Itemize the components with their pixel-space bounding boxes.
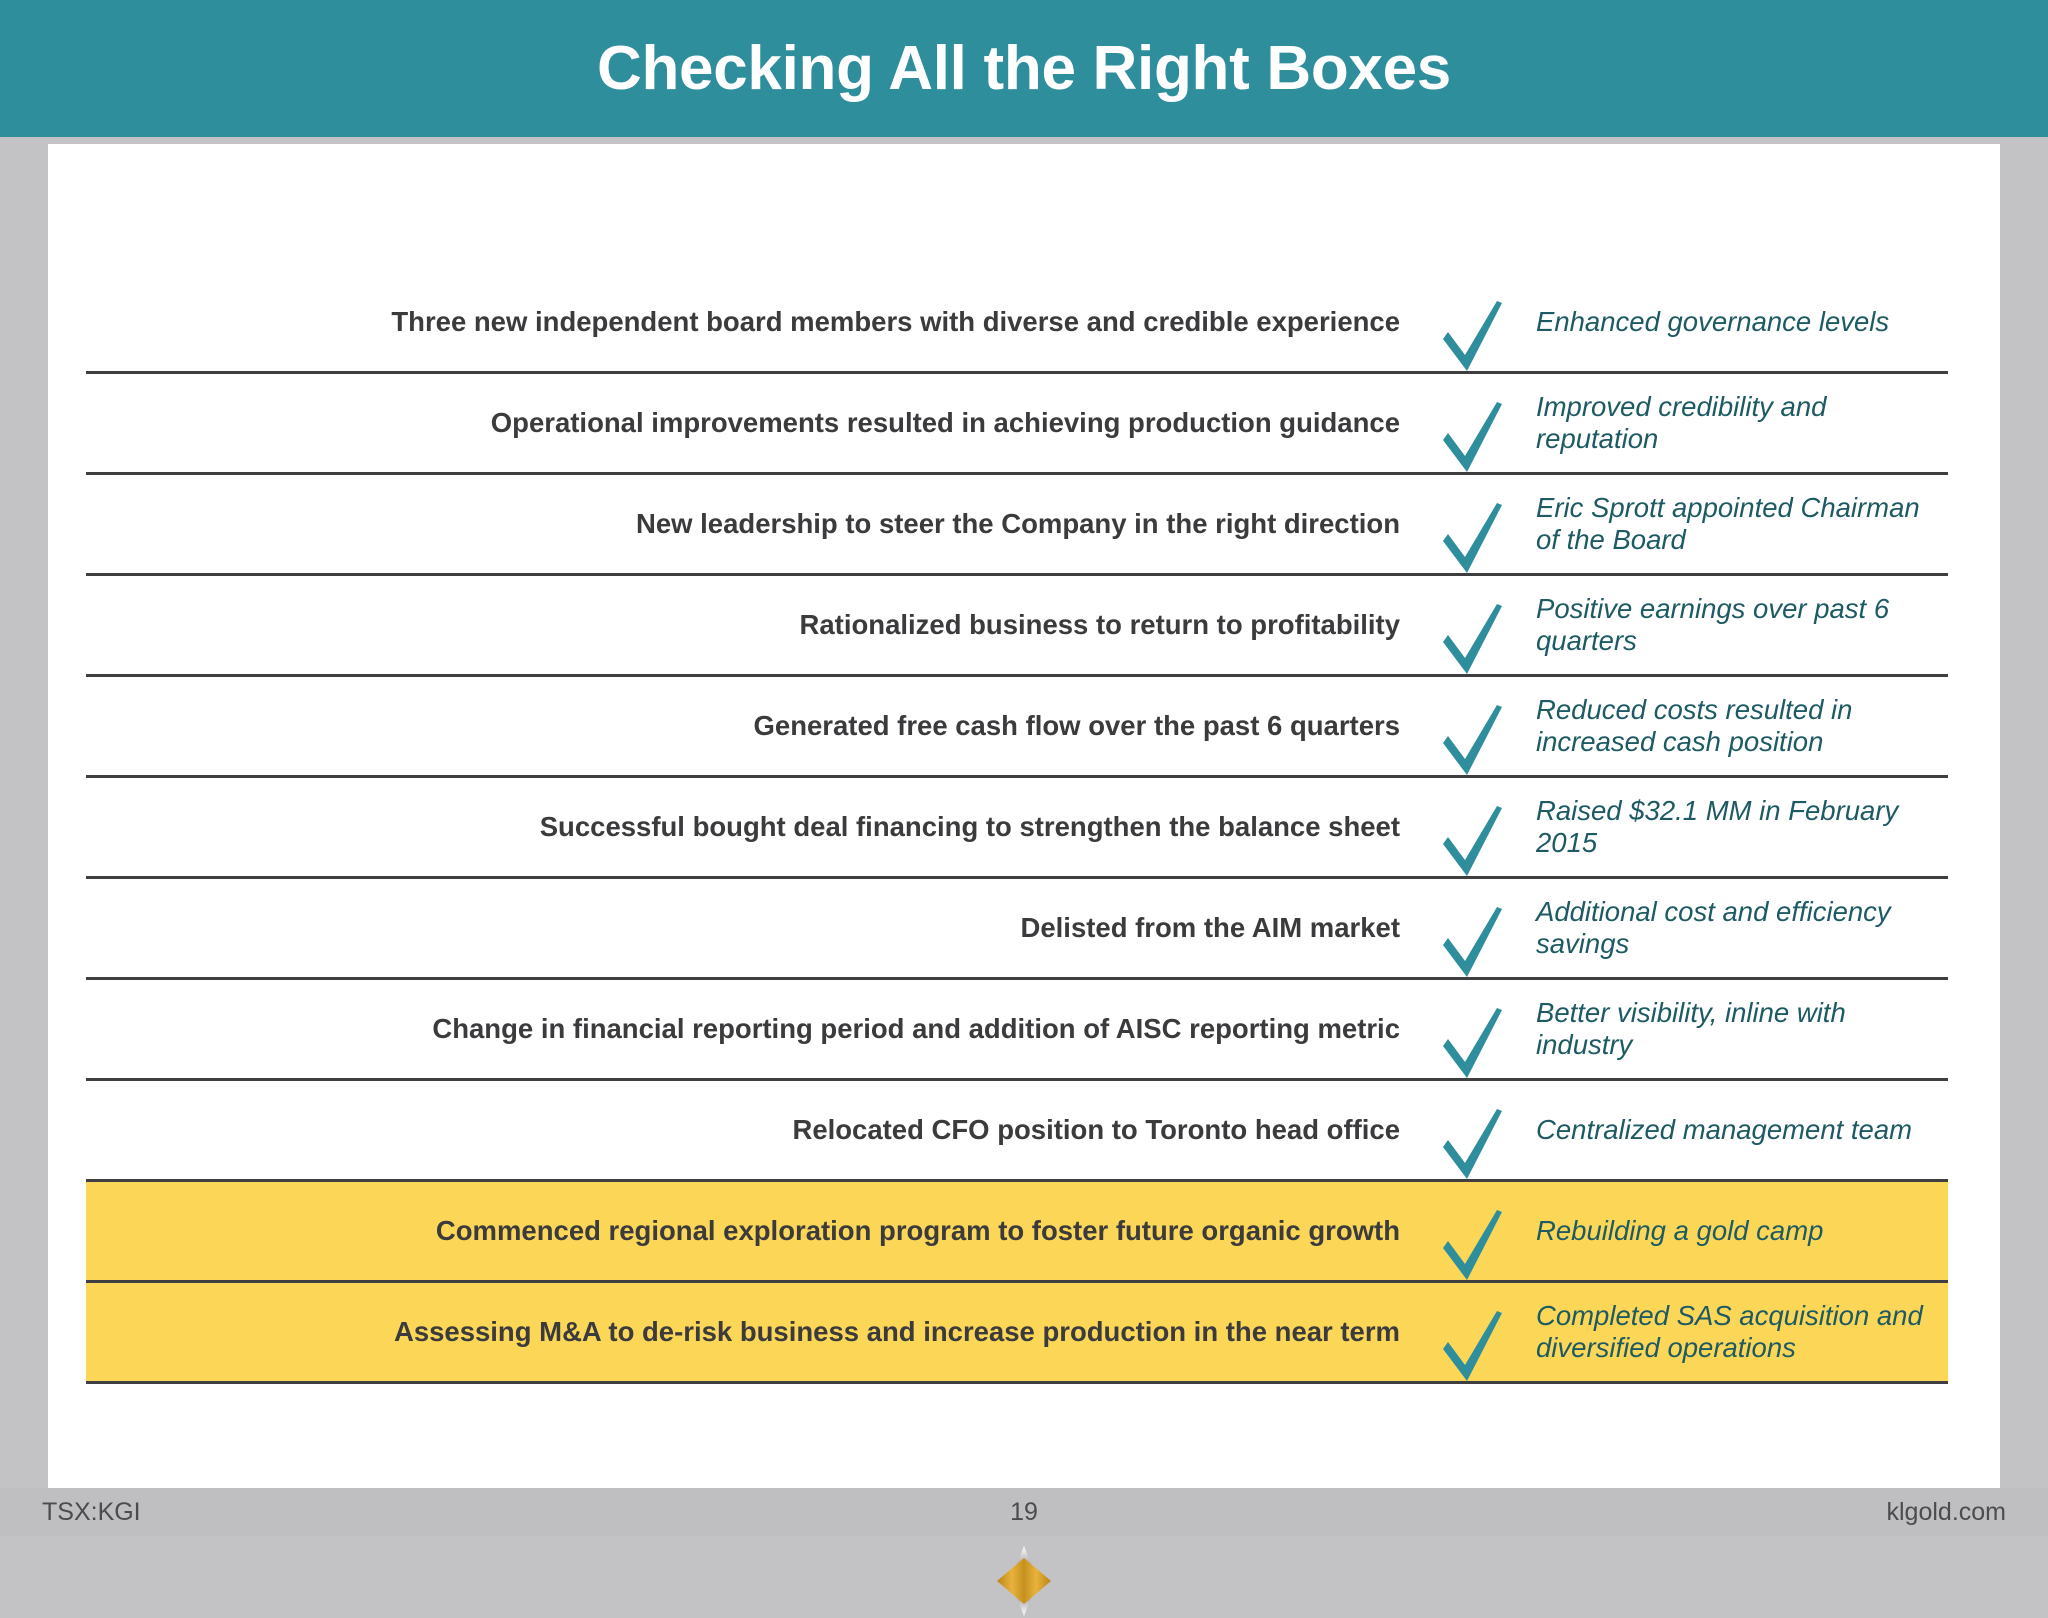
check-cell [1424, 1081, 1520, 1179]
outcome-text: Positive earnings over past 6 quarters [1536, 592, 1890, 656]
page-title: Checking All the Right Boxes [597, 33, 1451, 103]
check-mark-icon [1443, 806, 1502, 876]
achievement-text: Delisted from the AIM market [1020, 912, 1400, 944]
slide-title-bar: Checking All the Right Boxes [0, 0, 2048, 137]
checklist-row: Commenced regional exploration program t… [86, 1182, 1948, 1283]
outcome-text: Improved credibility and reputation [1536, 390, 1827, 454]
footer-ticker: TSX:KGI [42, 1497, 141, 1526]
check-mark-icon [1443, 604, 1502, 674]
achievement-text: Operational improvements resulted in ach… [490, 407, 1400, 439]
check-cell [1424, 1182, 1520, 1280]
check-cell [1424, 677, 1520, 775]
logo-container [48, 1544, 2000, 1618]
checklist-row: Three new independent board members with… [86, 273, 1948, 374]
achievement-text: Rationalized business to return to profi… [799, 609, 1400, 641]
check-mark-icon [1443, 503, 1502, 573]
check-mark-icon [1443, 1109, 1502, 1179]
outcome-text: Better visibility, inline with industry [1536, 996, 1846, 1060]
check-cell [1424, 778, 1520, 876]
check-mark-icon [1443, 301, 1502, 371]
checklist-row: Assessing M&A to de-risk business and in… [86, 1283, 1948, 1384]
footer-website: klgold.com [1886, 1497, 2007, 1526]
checklist-row: Operational improvements resulted in ach… [86, 374, 1948, 475]
check-cell [1424, 1283, 1520, 1381]
achievement-text: Assessing M&A to de-risk business and in… [393, 1316, 1400, 1348]
achievement-text: Relocated CFO position to Toronto head o… [792, 1114, 1400, 1146]
achievement-text: New leadership to steer the Company in t… [635, 508, 1400, 540]
achievement-text: Successful bought deal financing to stre… [539, 811, 1400, 843]
outcome-text: Raised $32.1 MM in February 2015 [1536, 794, 1899, 858]
outcome-text: Centralized management team [1536, 1113, 1913, 1145]
kirkland-lake-gold-diamond-logo [997, 1546, 1051, 1616]
checklist-row: Change in financial reporting period and… [86, 980, 1948, 1081]
check-cell [1424, 273, 1520, 371]
achievement-text: Commenced regional exploration program t… [435, 1215, 1400, 1247]
check-cell [1424, 475, 1520, 573]
check-mark-icon [1443, 1210, 1502, 1280]
checklist-row: Generated free cash flow over the past 6… [86, 677, 1948, 778]
check-cell [1424, 374, 1520, 472]
check-mark-icon [1443, 1008, 1502, 1078]
check-cell [1424, 576, 1520, 674]
checklist-table: Three new independent board members with… [86, 273, 1948, 1384]
check-mark-icon [1443, 1311, 1502, 1381]
slide-body: Three new independent board members with… [48, 144, 2000, 1616]
check-mark-icon [1443, 402, 1502, 472]
check-mark-icon [1443, 907, 1502, 977]
achievement-text: Change in financial reporting period and… [432, 1013, 1400, 1045]
achievement-text: Generated free cash flow over the past 6… [753, 710, 1400, 742]
outcome-text: Rebuilding a gold camp [1536, 1214, 1824, 1246]
checklist-row: Rationalized business to return to profi… [86, 576, 1948, 677]
outcome-text: Completed SAS acquisition and diversifie… [1536, 1299, 1923, 1363]
slide-footer: TSX:KGI 19 klgold.com [0, 1488, 2048, 1536]
outcome-text: Reduced costs resulted in increased cash… [1536, 693, 1853, 757]
outcome-text: Eric Sprott appointed Chairman of the Bo… [1536, 491, 1920, 555]
outcome-text: Enhanced governance levels [1536, 305, 1890, 337]
checklist-row: Successful bought deal financing to stre… [86, 778, 1948, 879]
footer-page-number: 19 [1010, 1497, 1038, 1526]
outcome-text: Additional cost and efficiency savings [1536, 895, 1891, 959]
checklist-row: New leadership to steer the Company in t… [86, 475, 1948, 576]
check-cell [1424, 879, 1520, 977]
achievement-text: Three new independent board members with… [391, 306, 1400, 338]
checklist-row: Delisted from the AIM market Additional c… [86, 879, 1948, 980]
checklist-row: Relocated CFO position to Toronto head o… [86, 1081, 1948, 1182]
check-cell [1424, 980, 1520, 1078]
check-mark-icon [1443, 705, 1502, 775]
